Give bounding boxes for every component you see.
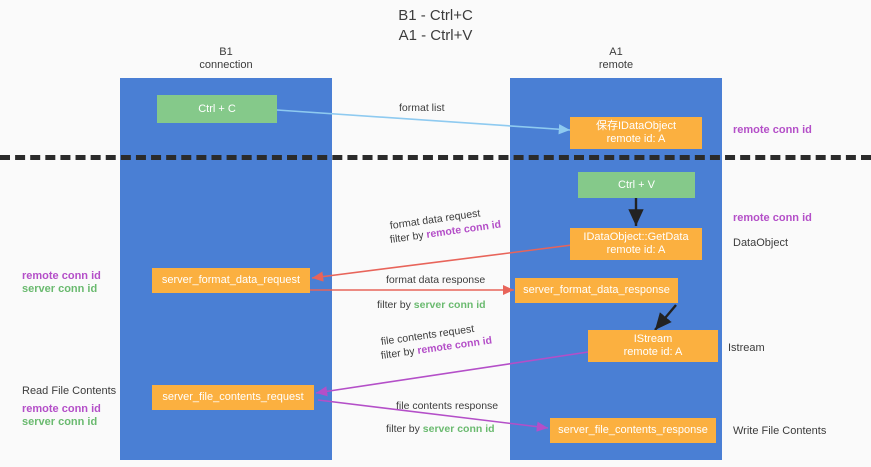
node-server-file-contents-response[interactable]: server_file_contents_response	[550, 418, 716, 443]
filter-key-server-conn-id-2: server conn id	[422, 423, 495, 435]
node-idataobject-top-line1: 保存IDataObject	[595, 120, 677, 132]
node-istream-line1: IStream	[633, 333, 673, 345]
right-label-remote-conn-id-mid: remote conn id	[733, 212, 812, 224]
node-idataobject-getdata[interactable]: IDataObject::GetData remote id: A	[570, 228, 702, 260]
node-ctrl-v[interactable]: Ctrl + V	[578, 172, 695, 198]
filter-prefix-2: filter by	[377, 299, 414, 311]
node-server-file-contents-response-label: server_file_contents_response	[558, 424, 708, 436]
node-ctrl-c[interactable]: Ctrl + C	[157, 95, 277, 123]
right-label-istream: Istream	[728, 342, 765, 354]
lane-header-b1-name: B1	[219, 46, 233, 58]
node-server-format-data-response-label: server_format_data_response	[523, 284, 670, 296]
node-getdata-line2: remote id: A	[606, 244, 666, 256]
node-server-format-data-response[interactable]: server_format_data_response	[515, 278, 678, 303]
right-label-write-file-contents: Write File Contents	[733, 425, 827, 437]
lane-header-b1: B1 connection	[120, 46, 332, 72]
node-ctrl-v-label: Ctrl + V	[618, 178, 655, 191]
lane-header-a1-name: A1	[609, 46, 623, 58]
lane-header-a1: A1 remote	[510, 46, 722, 72]
node-server-format-data-request-label: server_format_data_request	[161, 274, 301, 286]
phase-divider	[0, 155, 871, 160]
edge-label-format-list: format list	[399, 102, 445, 114]
title-line-1: B1 - Ctrl+C	[398, 7, 473, 24]
filter-prefix-3: filter by	[380, 344, 419, 362]
filter-prefix-1: filter by	[389, 228, 428, 246]
node-istream[interactable]: IStream remote id: A	[588, 330, 718, 362]
left-label-remote-conn-id-bottom: remote conn id	[22, 403, 101, 415]
edge-label-format-data-response: format data response	[386, 274, 486, 286]
title-line-2: A1 - Ctrl+V	[398, 27, 473, 44]
left-label-remote-conn-id-mid: remote conn id	[22, 270, 101, 282]
node-getdata-line1: IDataObject::GetData	[583, 231, 689, 243]
lane-header-a1-role: remote	[598, 59, 634, 71]
node-idataobject-top-line2: remote id: A	[606, 133, 666, 145]
edge-label-file-contents-response: file contents response	[396, 400, 499, 412]
right-label-dataobject: DataObject	[733, 237, 789, 249]
node-istream-line2: remote id: A	[623, 346, 683, 358]
node-idataobject-top[interactable]: 保存IDataObject remote id: A	[570, 117, 702, 149]
left-label-server-conn-id-bottom: server conn id	[22, 416, 98, 428]
edge-label-format-data-response-filter: filter by server conn id	[377, 298, 486, 312]
page-title: B1 - Ctrl+C A1 - Ctrl+V	[0, 6, 871, 46]
filter-prefix-4: filter by	[386, 423, 423, 435]
node-server-format-data-request[interactable]: server_format_data_request	[152, 268, 310, 293]
node-server-file-contents-request-label: server_file_contents_request	[162, 391, 304, 403]
node-ctrl-c-label: Ctrl + C	[198, 102, 236, 115]
left-label-server-conn-id-mid: server conn id	[22, 283, 98, 295]
filter-key-server-conn-id-1: server conn id	[413, 299, 486, 311]
lane-header-b1-role: connection	[199, 59, 253, 71]
node-server-file-contents-request[interactable]: server_file_contents_request	[152, 385, 314, 410]
edge-label-file-contents-response-filter: filter by server conn id	[386, 422, 495, 436]
left-label-read-file-contents: Read File Contents	[22, 385, 117, 397]
right-label-remote-conn-id-top: remote conn id	[733, 124, 812, 136]
